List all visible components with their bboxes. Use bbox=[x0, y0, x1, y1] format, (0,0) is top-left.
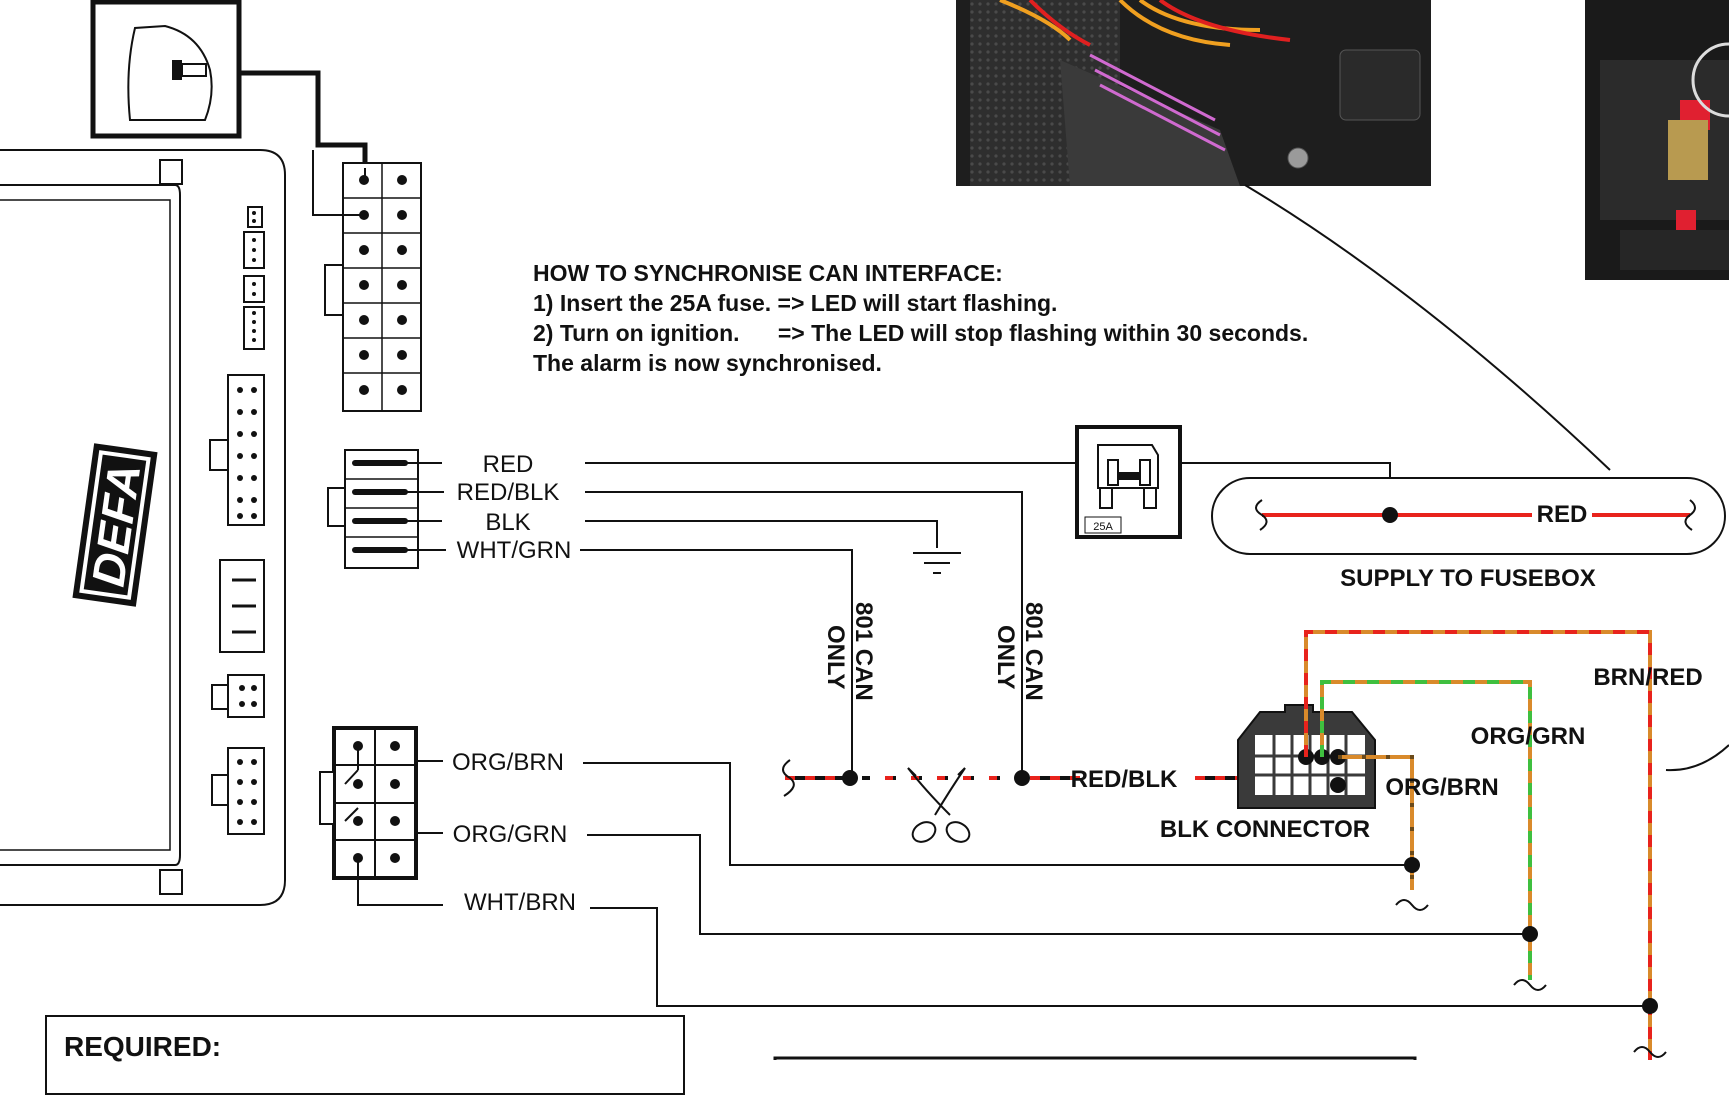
vehicle-photo-fusebox bbox=[1585, 0, 1729, 280]
can-splice-cut bbox=[782, 759, 1240, 797]
vehicle-wire-org-brn bbox=[1338, 755, 1414, 890]
lower-harness-wires bbox=[583, 762, 1650, 1007]
supply-caption: SUPPLY TO FUSEBOX bbox=[1340, 565, 1596, 592]
required-box: REQUIRED: bbox=[45, 1015, 685, 1095]
wire-label-red-blk: RED/BLK bbox=[457, 479, 560, 506]
wire-label-blk: BLK bbox=[485, 509, 530, 536]
upper-harness-wires bbox=[580, 462, 1391, 780]
wire-label-org-brn: ORG/BRN bbox=[452, 749, 564, 776]
vehicle-wire-org-grn bbox=[1320, 680, 1532, 980]
can-note-right-line1: 801 CAN bbox=[1020, 602, 1047, 701]
sync-title: HOW TO SYNCHRONISE CAN INTERFACE: bbox=[533, 260, 1003, 286]
defa-logo: DEFA bbox=[72, 443, 158, 607]
can-connector-4pin bbox=[327, 449, 446, 569]
required-title: REQUIRED: bbox=[64, 1031, 222, 1062]
wire-label-wht-grn: WHT/GRN bbox=[457, 537, 572, 564]
fuse-25a: 25A bbox=[1075, 425, 1182, 539]
main-connector-14pin bbox=[312, 150, 422, 412]
connector-caption: BLK CONNECTOR bbox=[1160, 816, 1370, 843]
can-note-right-line2: ONLY bbox=[992, 625, 1019, 689]
photo-leader-lines bbox=[1244, 184, 1729, 772]
wire-label-org-grn: ORG/GRN bbox=[453, 821, 568, 848]
svg-text:25A: 25A bbox=[1093, 521, 1113, 533]
splice-points bbox=[1404, 857, 1658, 1014]
sync-instructions: HOW TO SYNCHRONISE CAN INTERFACE: 1) Inse… bbox=[533, 258, 1308, 378]
supply-wire-label: RED bbox=[1537, 501, 1588, 528]
io-connector-8pin bbox=[319, 726, 443, 906]
led-indicator-icon bbox=[90, 0, 368, 168]
ground-symbol bbox=[913, 552, 961, 574]
can-note-left-line1: 801 CAN bbox=[850, 602, 877, 701]
wire-label-red: RED bbox=[483, 451, 534, 478]
wiring-diagram: DEFA bbox=[0, 0, 1729, 1060]
vehicle-photo-footwell bbox=[956, 0, 1431, 186]
vehicle-wire-brn-red bbox=[1304, 630, 1652, 1060]
sync-step-1: 1) Insert the 25A fuse. => LED will star… bbox=[533, 290, 1058, 316]
scissors-icon bbox=[907, 767, 971, 843]
vehicle-label-org-brn: ORG/BRN bbox=[1385, 774, 1498, 801]
wire-end-breaks bbox=[1395, 899, 1667, 1058]
wire-label-wht-brn: WHT/BRN bbox=[464, 889, 576, 916]
sync-step-2: 2) Turn on ignition. => The LED will sto… bbox=[533, 320, 1309, 346]
sync-final: The alarm is now synchronised. bbox=[533, 350, 882, 376]
supply-loop bbox=[1211, 477, 1726, 555]
vehicle-label-brn-red: BRN/RED bbox=[1593, 664, 1702, 691]
vehicle-label-org-grn: ORG/GRN bbox=[1471, 723, 1586, 750]
can-note-left-line2: ONLY bbox=[822, 625, 849, 689]
bottom-note-box bbox=[773, 1056, 1417, 1060]
splice-wire-label: RED/BLK bbox=[1071, 766, 1178, 793]
